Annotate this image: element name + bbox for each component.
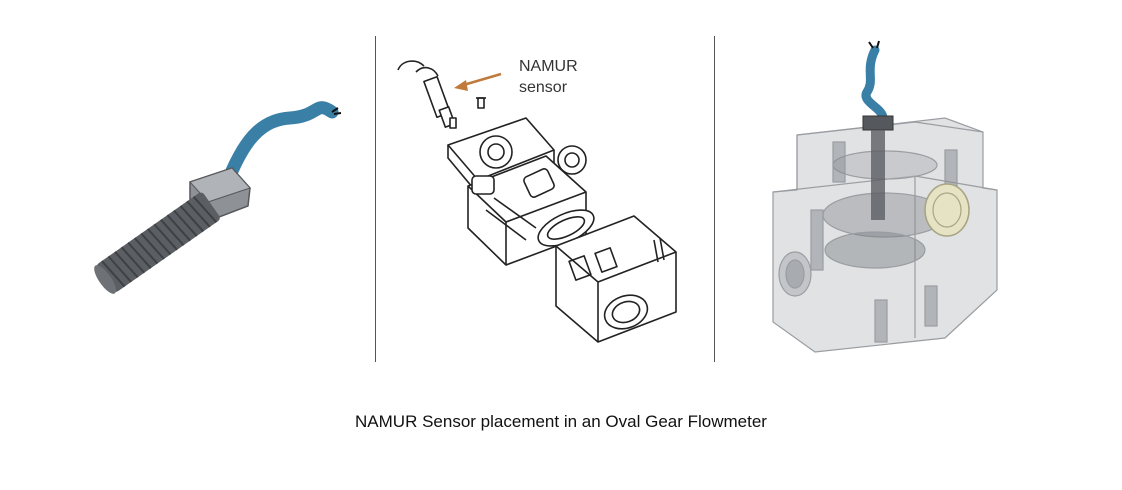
assembled-view-illustration (715, 0, 1122, 400)
sensor-drawing (94, 101, 342, 294)
exploded-view-drawing (397, 60, 677, 343)
sensor-illustration (0, 0, 375, 400)
sensor-callout-label: NAMUR sensor (519, 56, 578, 98)
assembled-view-drawing (772, 40, 998, 353)
figure-caption: NAMUR Sensor placement in an Oval Gear F… (355, 412, 767, 431)
divider-left (375, 36, 376, 362)
callout-line-2: sensor (519, 79, 568, 96)
divider-right (714, 36, 715, 362)
callout-line-1: NAMUR (519, 58, 578, 75)
exploded-view-illustration (376, 0, 714, 400)
